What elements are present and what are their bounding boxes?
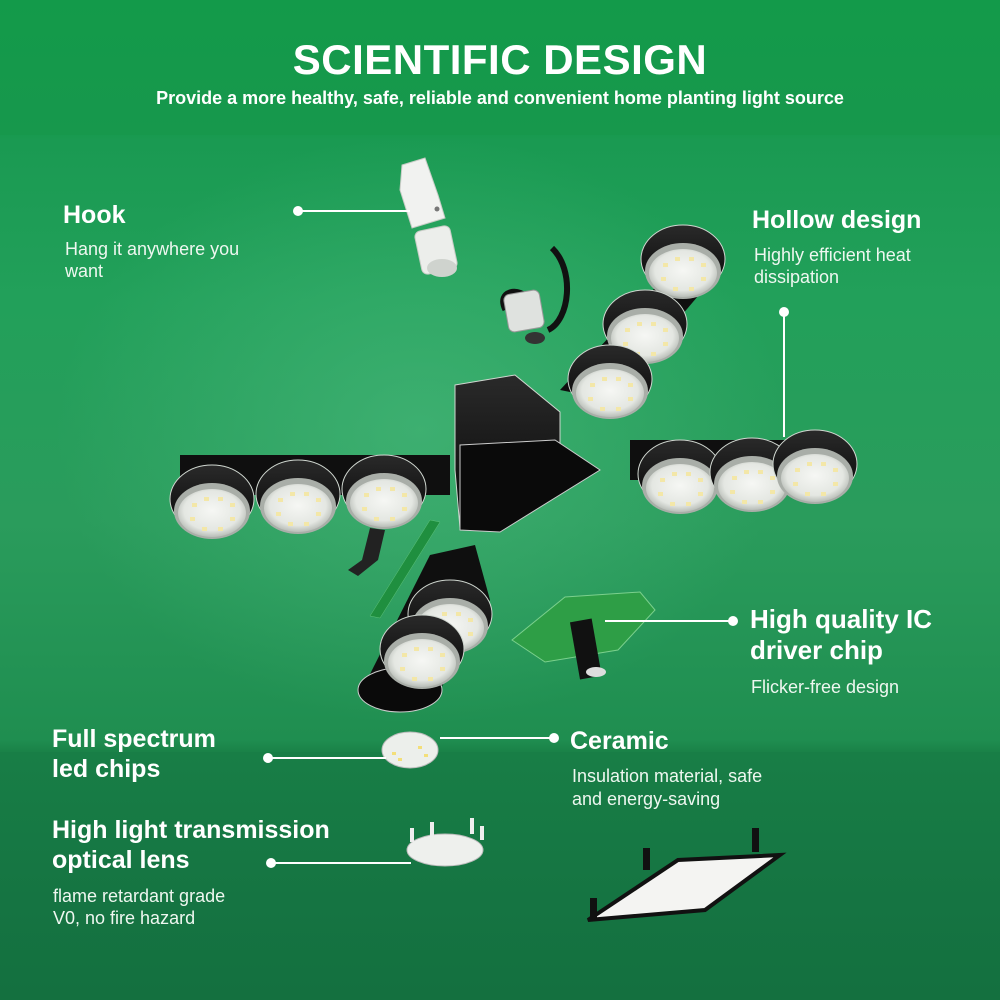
header-band <box>0 0 1000 135</box>
ic-leader-dot <box>728 616 738 626</box>
ic-driver-pcb <box>511 591 656 680</box>
feature-lens-desc-2: V0, no fire hazard <box>53 908 196 928</box>
ceramic-leader-dot <box>549 733 559 743</box>
feature-led-title-2: led chips <box>52 755 161 783</box>
feature-lens-title-2: optical lens <box>52 846 190 874</box>
feature-ceramic-title: Ceramic <box>570 727 669 755</box>
ceramic-plate <box>586 828 787 922</box>
footer-band <box>0 752 1000 1000</box>
center-housing <box>454 374 601 533</box>
page-subtitle: Provide a more healthy, safe, reliable a… <box>156 88 844 108</box>
feature-ceramic-desc-1: Insulation material, safe <box>572 766 763 786</box>
right-arm <box>630 429 858 515</box>
hook-part <box>399 157 458 277</box>
feature-ic-title-2: driver chip <box>750 635 883 665</box>
feature-led-title-1: Full spectrum <box>52 725 216 753</box>
feature-hook-title: Hook <box>63 201 126 229</box>
feature-lens-title-1: High light transmission <box>52 816 330 844</box>
optical-lens-part <box>406 818 484 867</box>
hollow-leader-line <box>783 312 785 437</box>
led-leader-line <box>268 757 386 759</box>
ceramic-leader-line <box>440 737 552 739</box>
upper-arm <box>560 224 726 420</box>
hook-leader-line <box>298 210 410 212</box>
feature-ceramic-desc-2: and energy-saving <box>572 789 721 809</box>
led-chip-disc <box>381 731 439 769</box>
feature-hook-desc-2: want <box>65 261 104 281</box>
feature-lens-desc-1: flame retardant grade <box>53 886 226 906</box>
ic-leader-line <box>605 620 733 622</box>
feature-hook-desc-1: Hang it anywhere you <box>65 239 240 259</box>
feature-ic-title-1: High quality IC <box>750 604 932 634</box>
left-arm <box>169 454 450 540</box>
feature-hollow-desc-1: Highly efficient heat <box>754 245 911 265</box>
page-title: SCIENTIFIC DESIGN <box>292 36 708 83</box>
feature-hollow-title: Hollow design <box>752 206 922 234</box>
feature-hollow-desc-2: dissipation <box>754 267 840 287</box>
feature-ic-desc: Flicker-free design <box>751 677 900 697</box>
lens-leader-line <box>271 862 411 864</box>
cable-connector <box>500 245 571 344</box>
lower-arm <box>357 545 493 713</box>
